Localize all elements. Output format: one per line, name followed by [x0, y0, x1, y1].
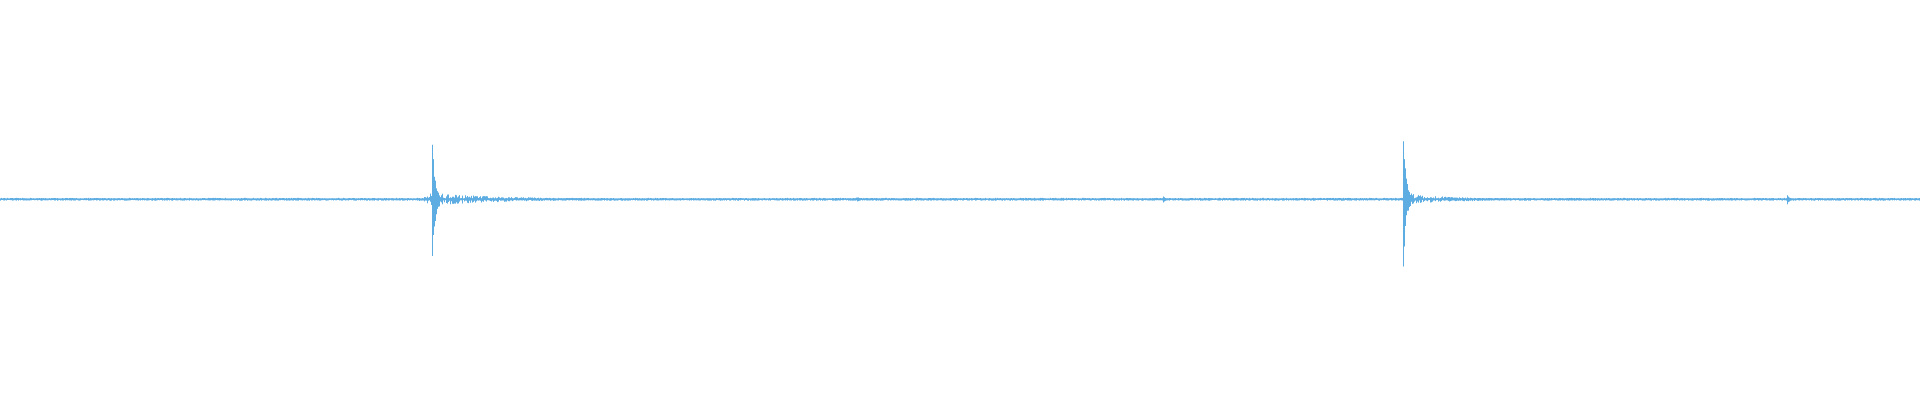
- waveform-samples: [0, 141, 1920, 267]
- waveform-trace: [0, 141, 1920, 267]
